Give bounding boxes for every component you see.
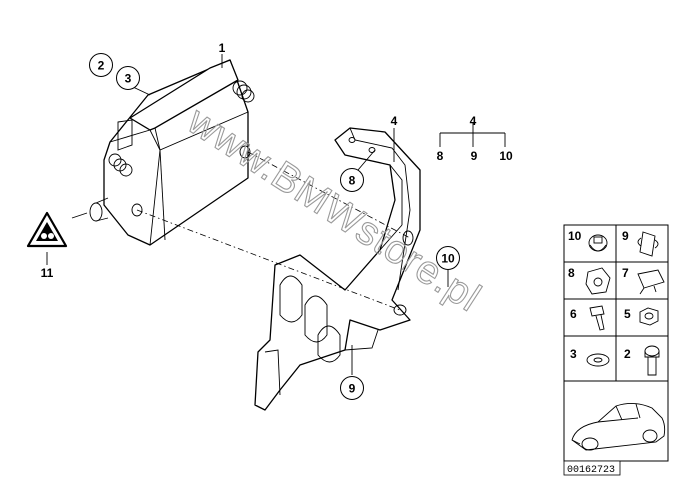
callout-8-group: 8 [437,149,444,163]
callout-4-group: 4 [470,114,477,128]
callout-9: 9 [349,382,356,396]
callout-3: 3 [125,72,132,86]
warning-label-part-11[interactable] [26,211,68,248]
callout-2: 2 [98,59,105,73]
document-number: 00162723 [567,465,615,476]
legend-cell-2: 2 [624,347,631,361]
clip-7-icon [637,269,665,295]
legend-cell-3: 3 [570,347,577,361]
washer-3-icon [586,353,610,367]
callout-1: 1 [219,41,226,55]
screw-6-icon [589,305,605,331]
legend-cell-5: 5 [624,307,631,321]
control-unit-part-1[interactable] [89,59,255,246]
clip-9-icon [637,231,659,257]
legend-cell-10: 10 [568,229,582,243]
bracket-part-4[interactable] [254,127,421,411]
callout-labels: 1 2 3 4 4 8 9 10 8 10 9 11 [41,41,513,400]
parts-legend-panel: 10 9 8 7 6 5 3 2 [563,224,669,476]
clip-8-icon [585,267,611,295]
legend-cell-7: 7 [622,266,629,280]
car-silhouette-icon [571,403,666,451]
bolt-2-icon [644,345,660,376]
nut-5-icon [639,307,659,326]
legend-cell-9: 9 [622,229,629,243]
callout-10: 10 [441,252,455,266]
leader-lines [46,54,506,375]
callout-11: 11 [41,266,54,280]
callout-8: 8 [349,174,356,188]
legend-cell-8: 8 [568,266,575,280]
assembly-lines [136,151,411,311]
callout-10-group: 10 [499,149,513,163]
callout-9-group: 9 [471,149,478,163]
legend-cell-6: 6 [570,307,577,321]
callout-4: 4 [391,114,398,128]
clip-10-icon [588,234,608,252]
